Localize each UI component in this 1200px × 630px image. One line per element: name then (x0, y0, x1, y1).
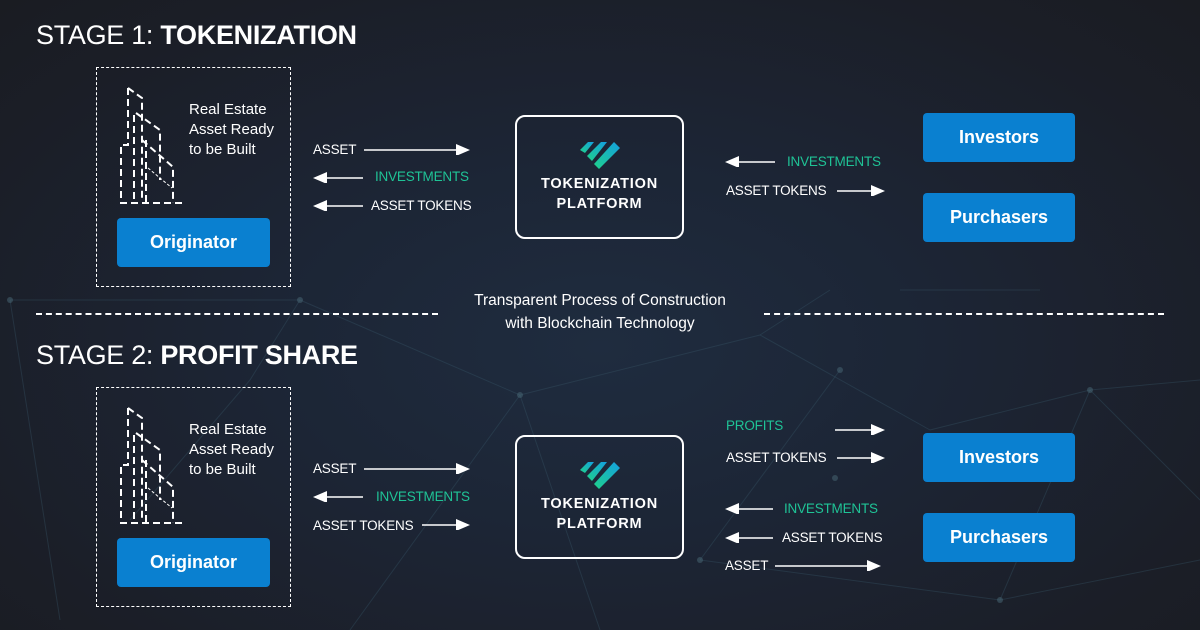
stage2-flow-asset-tokens-investors-label: ASSET TOKENS (726, 450, 827, 465)
section-divider-right (764, 313, 1164, 315)
stage1-purchasers-button[interactable]: Purchasers (923, 193, 1075, 242)
stage2-flow-investments-label: INVESTMENTS (376, 489, 470, 504)
stage1-flow-investments-right-label: INVESTMENTS (787, 154, 881, 169)
platform-title-line2: PLATFORM (556, 196, 643, 212)
arrow-right-icon (422, 519, 470, 530)
platform-title-line2: PLATFORM (556, 516, 643, 532)
diamond-logo-icon (579, 462, 620, 489)
stage1-flow-asset-tokens-label: ASSET TOKENS (371, 198, 472, 213)
arrow-right-icon (835, 424, 885, 435)
stage2-flow-profits-label: PROFITS (726, 418, 784, 433)
stage1-flow-asset-label: ASSET (313, 142, 357, 157)
arrow-left-icon (313, 200, 363, 211)
stage2-originator-group (96, 387, 291, 607)
arrow-left-icon (725, 532, 773, 543)
asset-text-line: Real Estate (189, 101, 267, 118)
stage2-title-main: PROFIT SHARE (160, 340, 358, 370)
stage2-flow-investments-purchasers-label: INVESTMENTS (784, 501, 878, 516)
asset-text-line: Asset Ready (189, 121, 275, 138)
asset-text-line: Real Estate (189, 421, 267, 438)
platform-title-line1: TOKENIZATION (540, 176, 658, 192)
arrow-right-icon (364, 144, 470, 155)
arrow-right-icon (775, 560, 881, 571)
building-icon (120, 407, 186, 524)
stage2-investors-button[interactable]: Investors (923, 433, 1075, 482)
stage2-originator-button[interactable]: Originator (117, 538, 270, 587)
stage1-title-main: TOKENIZATION (160, 20, 357, 50)
stage2-asset-description: Real Estate Asset Ready to be Built (189, 420, 274, 480)
diamond-logo-icon (579, 142, 620, 169)
stage2-title-prefix: STAGE 2: (36, 340, 161, 370)
asset-text-line: to be Built (189, 461, 256, 478)
asset-text-line: to be Built (189, 141, 256, 158)
center-note-line1: Transparent Process of Construction (474, 292, 726, 309)
stage2-purchasers-button[interactable]: Purchasers (923, 513, 1075, 562)
platform-title-line1: TOKENIZATION (540, 496, 658, 512)
building-icon (120, 87, 186, 204)
stage1-originator-button[interactable]: Originator (117, 218, 270, 267)
stage2-flow-asset-purchasers-label: ASSET (725, 558, 769, 573)
arrow-right-icon (364, 463, 470, 474)
stage1-originator-group (96, 67, 291, 287)
arrow-right-icon (837, 185, 885, 196)
stage1-flow-investments-label: INVESTMENTS (375, 169, 469, 184)
stage2-flow-asset-label: ASSET (313, 461, 357, 476)
stage1-tokenization-platform[interactable]: TOKENIZATION PLATFORM (515, 115, 684, 239)
section-divider-left (36, 313, 438, 315)
asset-text-line: Asset Ready (189, 441, 275, 458)
arrow-left-icon (725, 503, 773, 514)
stage1-asset-description: Real Estate Asset Ready to be Built (189, 100, 274, 160)
stage2-title: STAGE 2: PROFIT SHARE (36, 340, 358, 371)
arrow-left-icon (313, 491, 363, 502)
stage2-flow-asset-tokens-label: ASSET TOKENS (313, 518, 414, 533)
center-note-line2: with Blockchain Technology (505, 315, 695, 332)
stage1-investors-button[interactable]: Investors (923, 113, 1075, 162)
arrow-left-icon (725, 156, 775, 167)
arrow-right-icon (837, 452, 885, 463)
stage1-title-prefix: STAGE 1: (36, 20, 161, 50)
stage1-flow-asset-tokens-right-label: ASSET TOKENS (726, 183, 827, 198)
stage2-flow-asset-tokens-purchasers-label: ASSET TOKENS (782, 530, 883, 545)
arrow-left-icon (313, 172, 363, 183)
center-note: Transparent Process of Construction with… (440, 289, 760, 335)
stage1-title: STAGE 1: TOKENIZATION (36, 20, 357, 51)
stage2-tokenization-platform[interactable]: TOKENIZATION PLATFORM (515, 435, 684, 559)
